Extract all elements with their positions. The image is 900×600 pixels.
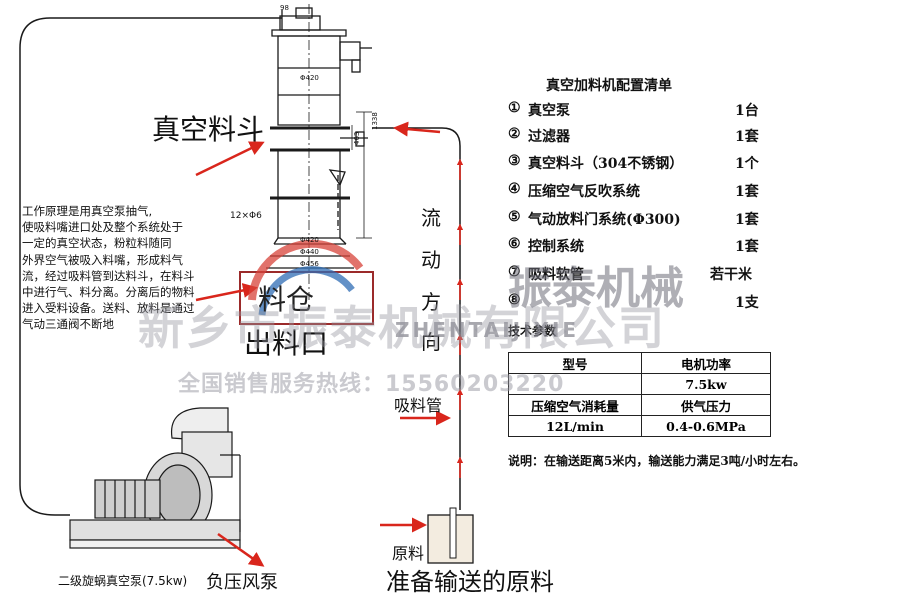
table-cell: 7.5kw	[641, 373, 771, 395]
config-item-no: ⑥	[508, 236, 521, 252]
config-item-qty: 1套	[735, 212, 759, 228]
config-item-no: ⑦	[508, 264, 521, 280]
working-principle: 工作原理是用真空泵抽气, 使吸料嘴进口处及整个系统处于 一定的真空状态，粉粒料随…	[22, 203, 227, 333]
principle-line: 工作原理是用真空泵抽气,	[22, 204, 153, 218]
dim-h463: 463	[353, 132, 361, 145]
table-row: 压缩空气消耗量 供气压力	[508, 394, 771, 416]
config-item-name: 压缩空气反吹系统	[528, 184, 640, 200]
flow-direction-char: 方	[421, 290, 441, 314]
config-item-no: ③	[508, 153, 521, 169]
config-item-name: 过滤器	[528, 129, 570, 145]
config-item-no: ⑤	[508, 209, 521, 225]
feed-drum	[427, 507, 474, 564]
config-item-no: ⑧	[508, 292, 521, 308]
silo-label: 料仓	[258, 283, 315, 316]
config-item-no: ②	[508, 126, 521, 142]
config-item-qty: 1个	[735, 156, 759, 172]
suction-pipe-label: 吸料管	[394, 396, 443, 415]
dim-h1338: 1338	[371, 112, 379, 130]
dim-d420: Φ420	[300, 236, 319, 244]
config-item-qty: 1套	[735, 184, 759, 200]
flow-direction-char: 流	[421, 206, 441, 230]
config-item-name: 吸料软管	[528, 267, 584, 283]
watermark-brand: 振泰机械	[508, 263, 684, 314]
principle-line: 气动三通阀不断地	[22, 317, 114, 332]
vacuum-pump-drawing	[69, 407, 241, 549]
prepare-label: 准备输送的原料	[386, 568, 554, 596]
tech-params-label: 技术参数	[508, 324, 557, 338]
hopper-label: 真空料斗	[152, 113, 265, 146]
dim-h98: 98	[280, 4, 289, 12]
table-row: 7.5kw	[508, 373, 771, 395]
watermark-logo	[248, 239, 364, 316]
blower-label: 负压风泵	[206, 572, 278, 593]
watermark-pinyin: ZHENTAIJIXIE	[395, 318, 580, 342]
dim-d440: Φ440	[300, 248, 319, 256]
config-note: 说明：在输送距离5米内，输送能力满足3吨/小时左右。	[508, 454, 806, 468]
watermark-company: 新乡市振泰机械有限公司	[138, 301, 666, 355]
table-cell: 12L/min	[508, 415, 642, 437]
config-item-qty: 1台	[735, 103, 759, 119]
config-item-qty: 若干米	[710, 267, 752, 283]
suction-pipe	[372, 127, 461, 510]
table-cell: 压缩空气消耗量	[508, 394, 642, 416]
config-title: 真空加料机配置清单	[546, 78, 672, 94]
config-item-qty: 1支	[735, 295, 759, 311]
flow-arrows	[195, 121, 451, 567]
dim-d420-top: Φ420	[300, 74, 319, 82]
config-item-qty: 1套	[735, 239, 759, 255]
principle-line: 中进行气、料分离。分离后的物料	[22, 285, 195, 300]
config-item-name: 真空料斗（304不锈钢）	[528, 156, 684, 172]
config-item-name: 控制系统	[528, 239, 584, 255]
principle-line: 外界空气被吸入料嘴，形成料气	[22, 252, 183, 267]
principle-line: 一定的真空状态，粉粒料随同	[22, 236, 172, 251]
table-cell: 供气压力	[641, 394, 771, 416]
table-cell: 0.4-0.6MPa	[641, 415, 771, 437]
flow-direction-char: 向	[421, 330, 441, 354]
dim-holes: 12×Φ6	[230, 211, 262, 221]
config-item-name: 气动放料门系统(Φ300)	[528, 212, 681, 228]
config-item-no: ④	[508, 181, 521, 197]
pump-caption: 二级旋蜗真空泵(7.5kw)	[58, 574, 188, 588]
config-item-name: 真空泵	[528, 103, 570, 119]
watermark-hotline: 全国销售服务热线：15560203220	[178, 372, 565, 397]
dim-d456: Φ456	[300, 260, 319, 268]
return-pipe	[19, 17, 282, 516]
spec-table: 型号 电机功率 7.5kw 压缩空气消耗量 供气压力 12L/min 0.4-0…	[508, 352, 771, 437]
raw-material-label: 原料	[392, 544, 425, 563]
principle-line: 使吸料嘴进口处及整个系统处于	[22, 220, 183, 235]
principle-line: 进入受料设备。送料、放料是通过	[22, 301, 195, 316]
config-item-qty: 1套	[735, 129, 759, 145]
flow-direction-char: 动	[421, 248, 441, 272]
outlet-label: 出料口	[244, 327, 329, 360]
principle-line: 流，经过吸料管到达料斗，在料斗	[22, 268, 195, 283]
table-row: 12L/min 0.4-0.6MPa	[508, 415, 771, 437]
config-item-no: ①	[508, 100, 521, 116]
